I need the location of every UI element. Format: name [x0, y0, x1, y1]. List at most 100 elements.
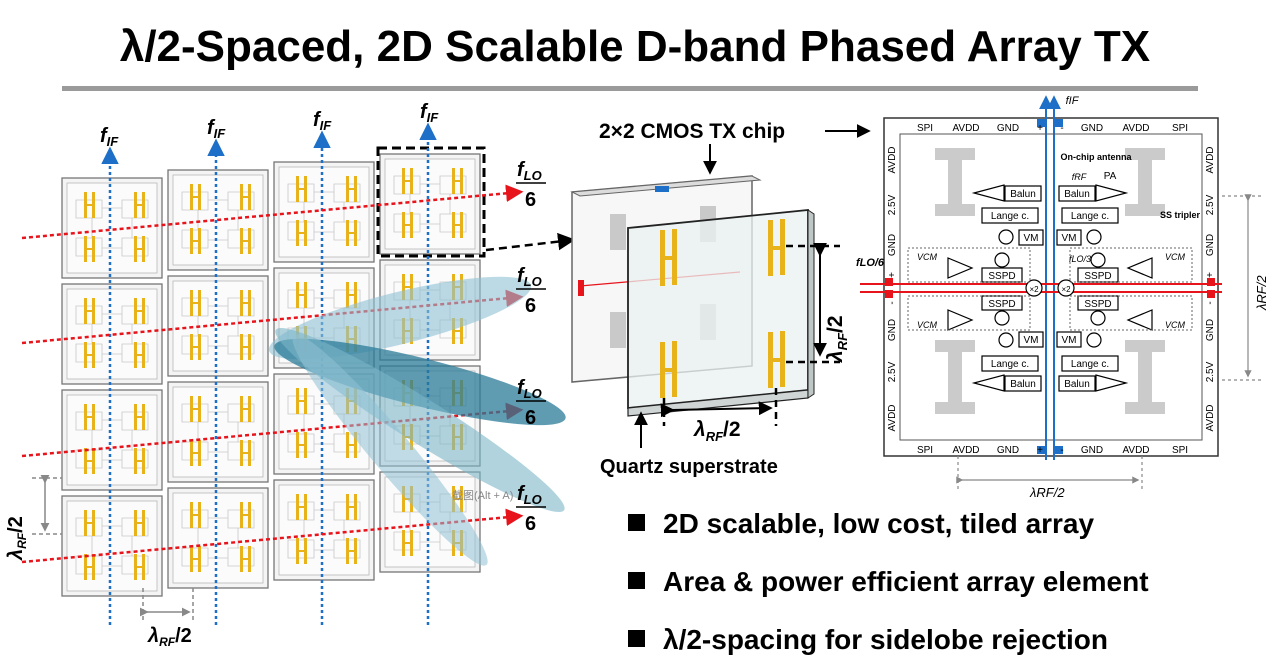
svg-text:AVDD: AVDD — [887, 404, 898, 431]
pad-ring: SPI AVDD GND + - GND AVDD SPI SPI AVDD GND + -… — [887, 123, 1216, 456]
svg-text:+: + — [1037, 123, 1043, 134]
fif-label-3: fIF — [313, 109, 332, 133]
svg-text:AVDD: AVDD — [1205, 146, 1216, 173]
svg-text:VCM: VCM — [1165, 252, 1186, 262]
lambda-label-vertical: λRF/2 — [5, 516, 29, 561]
svg-text:fLO/3: fLO/3 — [1069, 254, 1091, 264]
fif-label-4: fIF — [420, 101, 439, 125]
svg-text:×2: ×2 — [1061, 285, 1071, 294]
svg-text:Lange c.: Lange c. — [1071, 359, 1109, 370]
bullet-item: λ/2-spacing for sidelobe rejection — [628, 624, 1108, 656]
bullet-item: Area & power efficient array element — [628, 566, 1149, 598]
svg-text:-: - — [887, 301, 898, 304]
svg-text:SSPD: SSPD — [1084, 299, 1111, 310]
svg-text:-: - — [1205, 301, 1216, 304]
svg-text:Lange c.: Lange c. — [991, 359, 1029, 370]
svg-text:λRF/2: λRF/2 — [1029, 485, 1065, 500]
svg-text:SSPD: SSPD — [988, 271, 1015, 282]
svg-text:-: - — [1060, 445, 1063, 456]
svg-text:6: 6 — [525, 513, 536, 535]
title-divider — [62, 86, 1198, 91]
svg-text:-: - — [1060, 123, 1063, 134]
svg-text:VM: VM — [1024, 233, 1039, 244]
svg-text:λRF/2: λRF/2 — [1254, 275, 1269, 311]
svg-text:GND: GND — [1205, 319, 1216, 341]
lambda-label-horizontal: λRF/2 — [147, 625, 192, 649]
bullet-square-icon — [628, 514, 645, 531]
bullet-square-icon — [628, 630, 645, 647]
svg-text:+: + — [1037, 445, 1043, 456]
svg-text:Balun: Balun — [1064, 189, 1090, 200]
svg-text:VCM: VCM — [1165, 320, 1186, 330]
lambda-label-chip-vertical: λRF/2 — [824, 315, 850, 363]
svg-text:GND: GND — [887, 234, 898, 256]
svg-text:×2: ×2 — [1029, 285, 1039, 294]
svg-text:GND: GND — [997, 445, 1019, 456]
svg-text:AVDD: AVDD — [887, 146, 898, 173]
fif-label-1: fIF — [100, 125, 119, 149]
svg-text:VCM: VCM — [917, 320, 938, 330]
svg-text:PA: PA — [1104, 171, 1117, 182]
svg-text:AVDD: AVDD — [952, 123, 979, 134]
svg-text:Lange c.: Lange c. — [991, 211, 1029, 222]
svg-text:6: 6 — [525, 407, 536, 429]
svg-text:6: 6 — [525, 189, 536, 211]
svg-text:GND: GND — [1205, 234, 1216, 256]
svg-text:fRF: fRF — [1072, 172, 1087, 182]
svg-text:GND: GND — [1081, 445, 1103, 456]
svg-text:fLO/6: fLO/6 — [856, 257, 885, 269]
quartz-superstrate-label: Quartz superstrate — [600, 456, 778, 478]
svg-text:fLO: fLO — [517, 265, 542, 289]
svg-text:fLO: fLO — [517, 159, 542, 183]
svg-text:SS tripler: SS tripler — [1160, 210, 1201, 220]
svg-text:GND: GND — [997, 123, 1019, 134]
svg-text:+: + — [887, 272, 898, 278]
svg-text:2.5V: 2.5V — [1205, 194, 1216, 215]
selected-tile-outline — [376, 146, 486, 258]
svg-text:+: + — [1205, 272, 1216, 278]
svg-text:fIF: fIF — [1066, 95, 1080, 107]
flo6-label-1: fLO 6 — [516, 159, 546, 211]
svg-text:SPI: SPI — [1172, 123, 1188, 134]
svg-text:2.5V: 2.5V — [887, 194, 898, 215]
cmos-chip-label: 2×2 CMOS TX chip — [599, 120, 785, 143]
bullet-item: 2D scalable, low cost, tiled array — [628, 508, 1094, 540]
svg-text:SPI: SPI — [917, 123, 933, 134]
svg-text:AVDD: AVDD — [952, 445, 979, 456]
svg-text:VM: VM — [1062, 233, 1077, 244]
svg-text:VM: VM — [1062, 335, 1077, 346]
svg-text:GND: GND — [1081, 123, 1103, 134]
screenshot-watermark: 截图(Alt + A) — [452, 488, 513, 502]
svg-text:SPI: SPI — [1172, 445, 1188, 456]
svg-text:6: 6 — [525, 295, 536, 317]
tiled-array — [21, 122, 566, 625]
svg-text:AVDD: AVDD — [1122, 445, 1149, 456]
svg-text:fLO: fLO — [517, 377, 542, 401]
svg-text:SPI: SPI — [917, 445, 933, 456]
fif-label-2: fIF — [207, 117, 226, 141]
radiation-beams — [268, 276, 566, 566]
zoom-connector — [485, 232, 576, 252]
flo6-label-3: fLO 6 — [516, 377, 546, 429]
svg-text:On-chip antenna: On-chip antenna — [1060, 152, 1132, 162]
svg-text:Balun: Balun — [1010, 189, 1036, 200]
lambda-label-chip-horizontal: λRF/2 — [693, 418, 741, 444]
svg-text:VM: VM — [1024, 335, 1039, 346]
svg-text:SSPD: SSPD — [988, 299, 1015, 310]
svg-text:VCM: VCM — [917, 252, 938, 262]
flo6-label-4: fLO 6 — [516, 483, 546, 535]
bullet-square-icon — [628, 572, 645, 589]
svg-text:Balun: Balun — [1064, 379, 1090, 390]
svg-text:SSPD: SSPD — [1084, 271, 1111, 282]
flo6-label-2: fLO 6 — [516, 265, 546, 317]
svg-text:Balun: Balun — [1010, 379, 1036, 390]
svg-text:fLO: fLO — [517, 483, 542, 507]
chip-3d-view — [570, 175, 840, 426]
svg-text:AVDD: AVDD — [1205, 404, 1216, 431]
svg-text:GND: GND — [887, 319, 898, 341]
svg-text:2.5V: 2.5V — [1205, 361, 1216, 382]
svg-text:AVDD: AVDD — [1122, 123, 1149, 134]
svg-text:Lange c.: Lange c. — [1071, 211, 1109, 222]
